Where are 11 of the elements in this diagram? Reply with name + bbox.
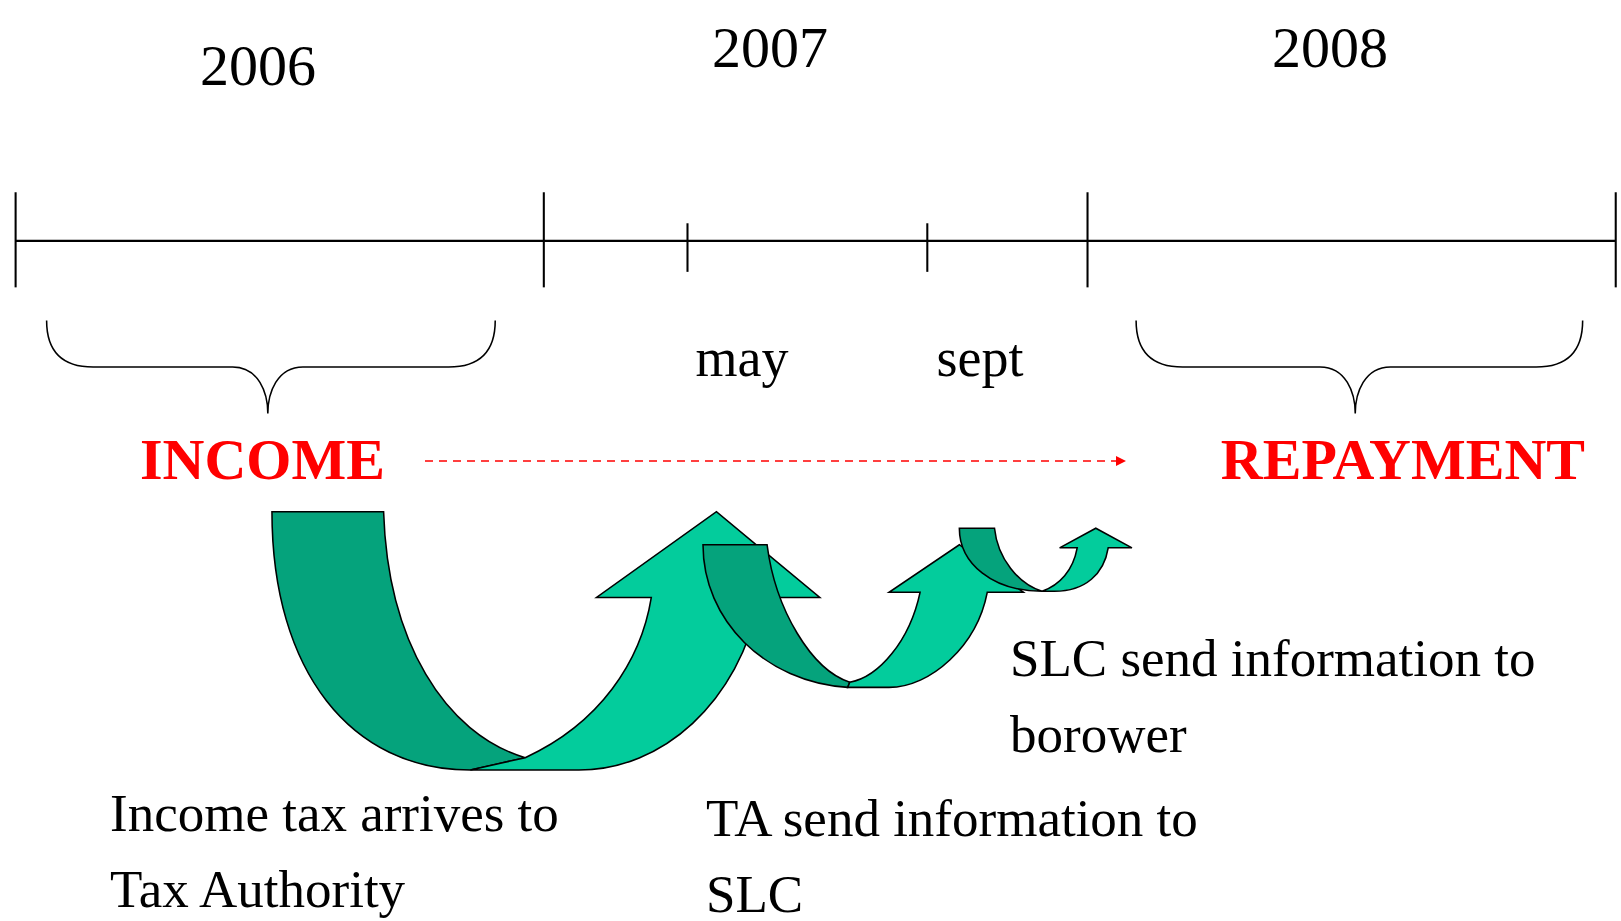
month-label: sept — [935, 327, 1025, 390]
step-caption: TA send information to SLC — [706, 788, 1199, 921]
step-caption: Income tax arrives to Tax Authority — [110, 783, 560, 920]
year-label: 2008 — [1271, 14, 1389, 82]
phase-label: INCOME — [140, 428, 386, 492]
phase-label: REPAYMENT — [1219, 428, 1585, 492]
step-caption: SLC send information to borower — [1010, 628, 1537, 765]
year-label: 2007 — [711, 14, 829, 82]
dashed-arrow — [424, 456, 1126, 466]
month-label: may — [694, 327, 790, 390]
year-label: 2006 — [199, 32, 317, 100]
